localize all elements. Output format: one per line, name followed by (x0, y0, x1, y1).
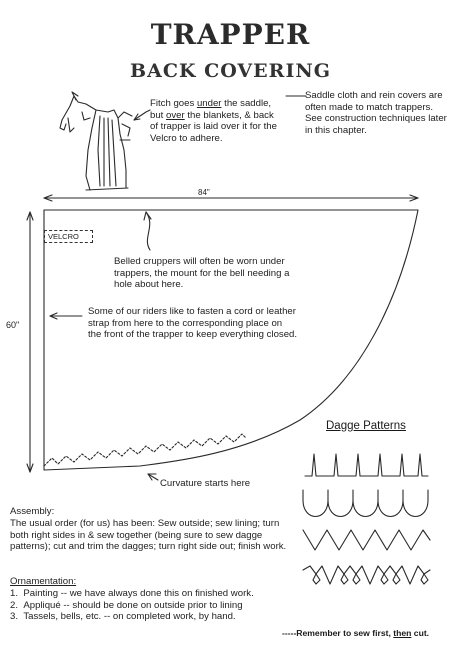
fitch-note-part3: the blankets, & back of trapper is laid … (150, 109, 277, 144)
ornamentation-heading-text: Ornamentation: (10, 576, 77, 587)
assembly-text: The usual order (for us) has been: Sew o… (10, 517, 287, 553)
cord-strap-note: Some of our riders like to fasten a cord… (88, 306, 298, 341)
fitch-note-part2: the saddle, but (150, 98, 272, 121)
velcro-patch: VELCRO (44, 230, 93, 243)
dagge-patterns-title: Dagge Patterns (326, 420, 406, 432)
height-dimension-arrow (26, 211, 34, 473)
ornamentation-heading: Ornamentation: (10, 576, 300, 588)
list-item-text: Painting -- we have always done this on … (23, 587, 254, 599)
dagge-pattern-scallops (302, 489, 429, 517)
assembly-section: Assembly: The usual order (for us) has b… (10, 506, 296, 553)
width-dimension-arrow (43, 194, 419, 202)
fitch-arrow-icon (133, 109, 151, 121)
horse-sketch-icon (59, 91, 133, 191)
belled-cruppers-note: Belled cruppers will often be worn under… (114, 256, 290, 291)
fitch-note: Fitch goes under the saddle, but over th… (150, 98, 280, 144)
dagge-pattern-leaves (302, 565, 431, 585)
width-dimension-label: 84" (198, 188, 210, 197)
list-item-text: Appliqué -- should be done on outside pr… (23, 599, 243, 611)
page-subtitle: BACK COVERING (130, 60, 331, 82)
page-title: TRAPPER (150, 18, 311, 51)
dagge-pattern-spikes (304, 453, 429, 477)
saddle-cloth-note: Saddle cloth and rein covers are often m… (305, 90, 447, 136)
reminder-suffix: cut. (411, 628, 430, 638)
list-item-number: 2. (10, 599, 19, 611)
list-item: 2. Appliqué -- should be done on outside… (10, 600, 300, 612)
list-item-number: 1. (10, 587, 19, 599)
fitch-note-part1: Fitch goes (150, 98, 197, 109)
ornamentation-section: Ornamentation: 1. Painting -- we have al… (10, 576, 300, 623)
curvature-arrow-icon (147, 473, 159, 481)
reminder-prefix: -----Remember to sew first, (282, 628, 394, 638)
dagge-pattern-zigzag (302, 529, 431, 551)
list-item-number: 3. (10, 611, 19, 623)
fitch-note-under: under (196, 98, 222, 109)
bottom-dagges (43, 433, 247, 467)
list-item: 1. Painting -- we have always done this … (10, 588, 300, 600)
list-item-text: Tassels, bells, etc. -- on completed wor… (23, 611, 236, 623)
reminder-then: then (393, 628, 412, 638)
fitch-note-over: over (166, 109, 185, 121)
height-dimension-label: 60" (6, 320, 20, 330)
assembly-heading: Assembly: (10, 506, 55, 517)
sew-first-reminder: -----Remember to sew first, then cut. (282, 628, 429, 638)
list-item: 3. Tassels, bells, etc. -- on completed … (10, 611, 300, 623)
trapper-pattern-outline (43, 209, 419, 471)
curvature-note: Curvature starts here (160, 478, 251, 489)
